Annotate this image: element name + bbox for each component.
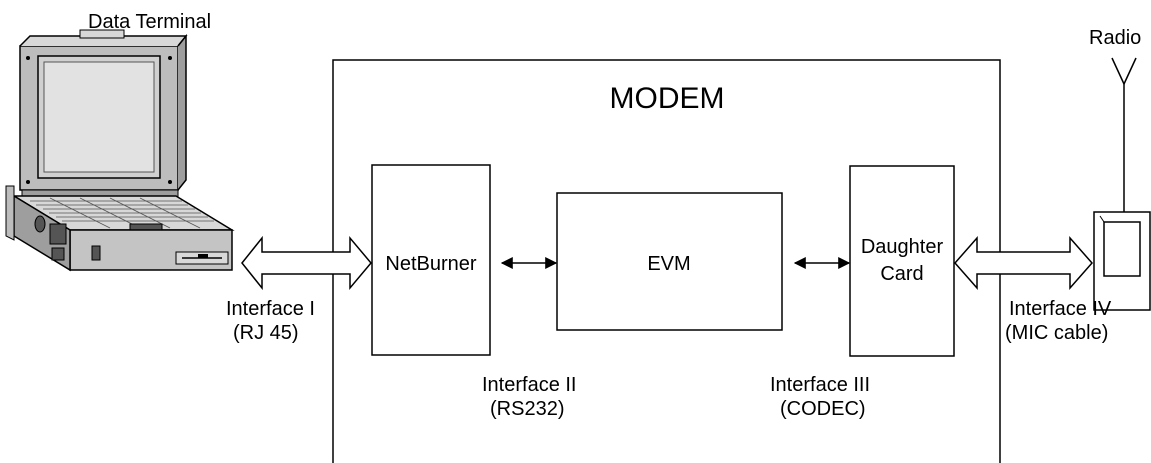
interface1-label-line1: Interface I [226, 298, 315, 320]
interface1-label-line2: (RJ 45) [233, 322, 299, 344]
interface1-bus-arrow [241, 235, 372, 291]
daughter-card-block [849, 165, 955, 357]
interface4-label-line1: Interface IV [1009, 298, 1112, 320]
radio-handset-icon [1093, 211, 1151, 311]
daughter-card-label-line2: Card [880, 263, 923, 285]
laptop-icon [5, 29, 235, 272]
evm-block [556, 192, 783, 331]
antenna-icon [1111, 57, 1137, 222]
terminal-label: Data Terminal [88, 11, 211, 33]
netburner-block [371, 164, 491, 356]
modem-title: MODEM [610, 82, 725, 115]
interface4-label-line2: (MIC cable) [1005, 322, 1108, 344]
interface3-label-line1: Interface III [770, 374, 870, 396]
interface3-label-line2: (CODEC) [780, 398, 866, 420]
radio-label: Radio [1089, 27, 1141, 49]
interface2-label-line1: Interface II [482, 374, 577, 396]
evm-label: EVM [647, 253, 690, 275]
netburner-label: NetBurner [385, 253, 476, 275]
daughter-card-label-line1: Daughter [861, 236, 944, 258]
interface2-label-line2: (RS232) [490, 398, 564, 420]
interface4-bus-arrow [954, 236, 1093, 290]
